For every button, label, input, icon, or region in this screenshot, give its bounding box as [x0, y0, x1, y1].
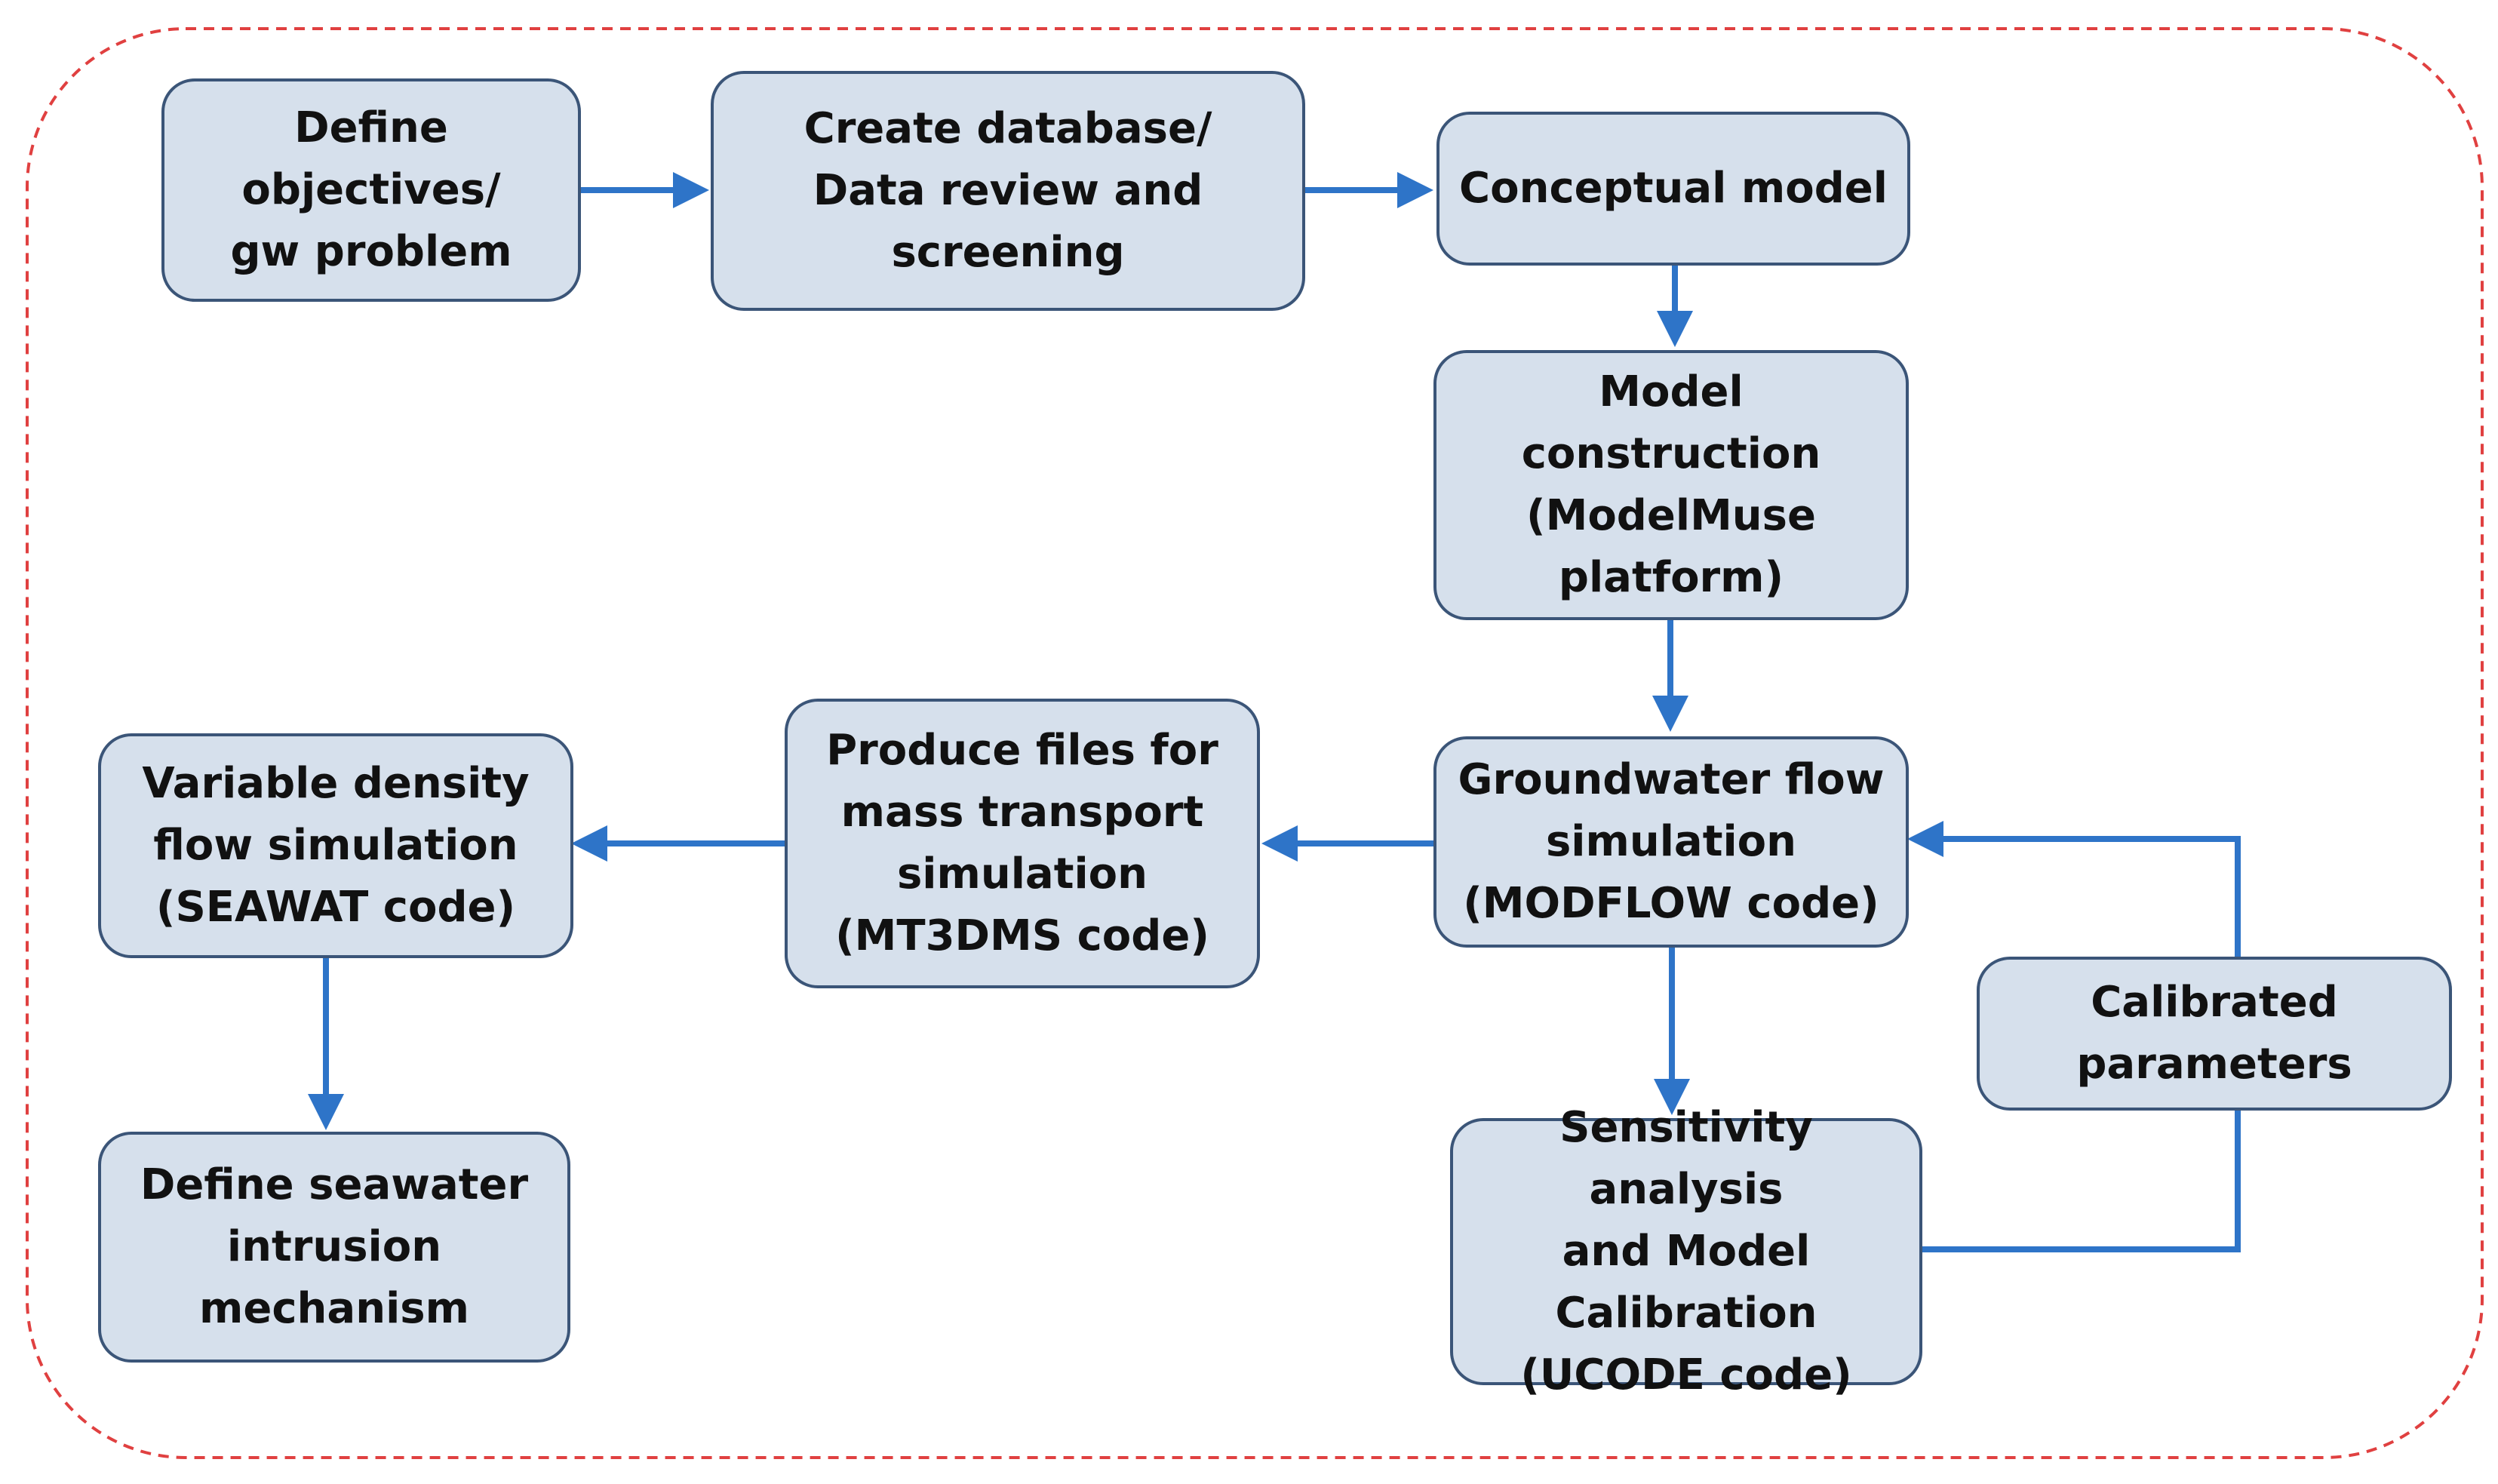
calibrated-parameters-box: Calibrated parameters: [1977, 957, 2452, 1111]
create-database-box: Create database/ Data review and screeni…: [711, 71, 1305, 311]
groundwater-flow-box: Groundwater flow simulation (MODFLOW cod…: [1433, 736, 1909, 948]
arrow-calibrated-to-groundwater: [1907, 821, 2241, 957]
define-objectives-box: Define objectives/ gw problem: [161, 78, 581, 302]
sensitivity-analysis-box: Sensitivity analysis and Model Calibrati…: [1450, 1103, 1922, 1400]
line-sensitivity-to-calibrated: [1921, 1109, 2241, 1252]
model-construction-box: Model construction (ModelMuse platform): [1433, 350, 1909, 620]
define-seawater-box: Define seawater intrusion mechanism: [98, 1132, 570, 1363]
produce-files-box: Produce files for mass transport simulat…: [785, 699, 1260, 988]
conceptual-model-box: Conceptual model: [1436, 112, 1910, 266]
variable-density-box: Variable density flow simulation (SEAWAT…: [98, 733, 573, 958]
